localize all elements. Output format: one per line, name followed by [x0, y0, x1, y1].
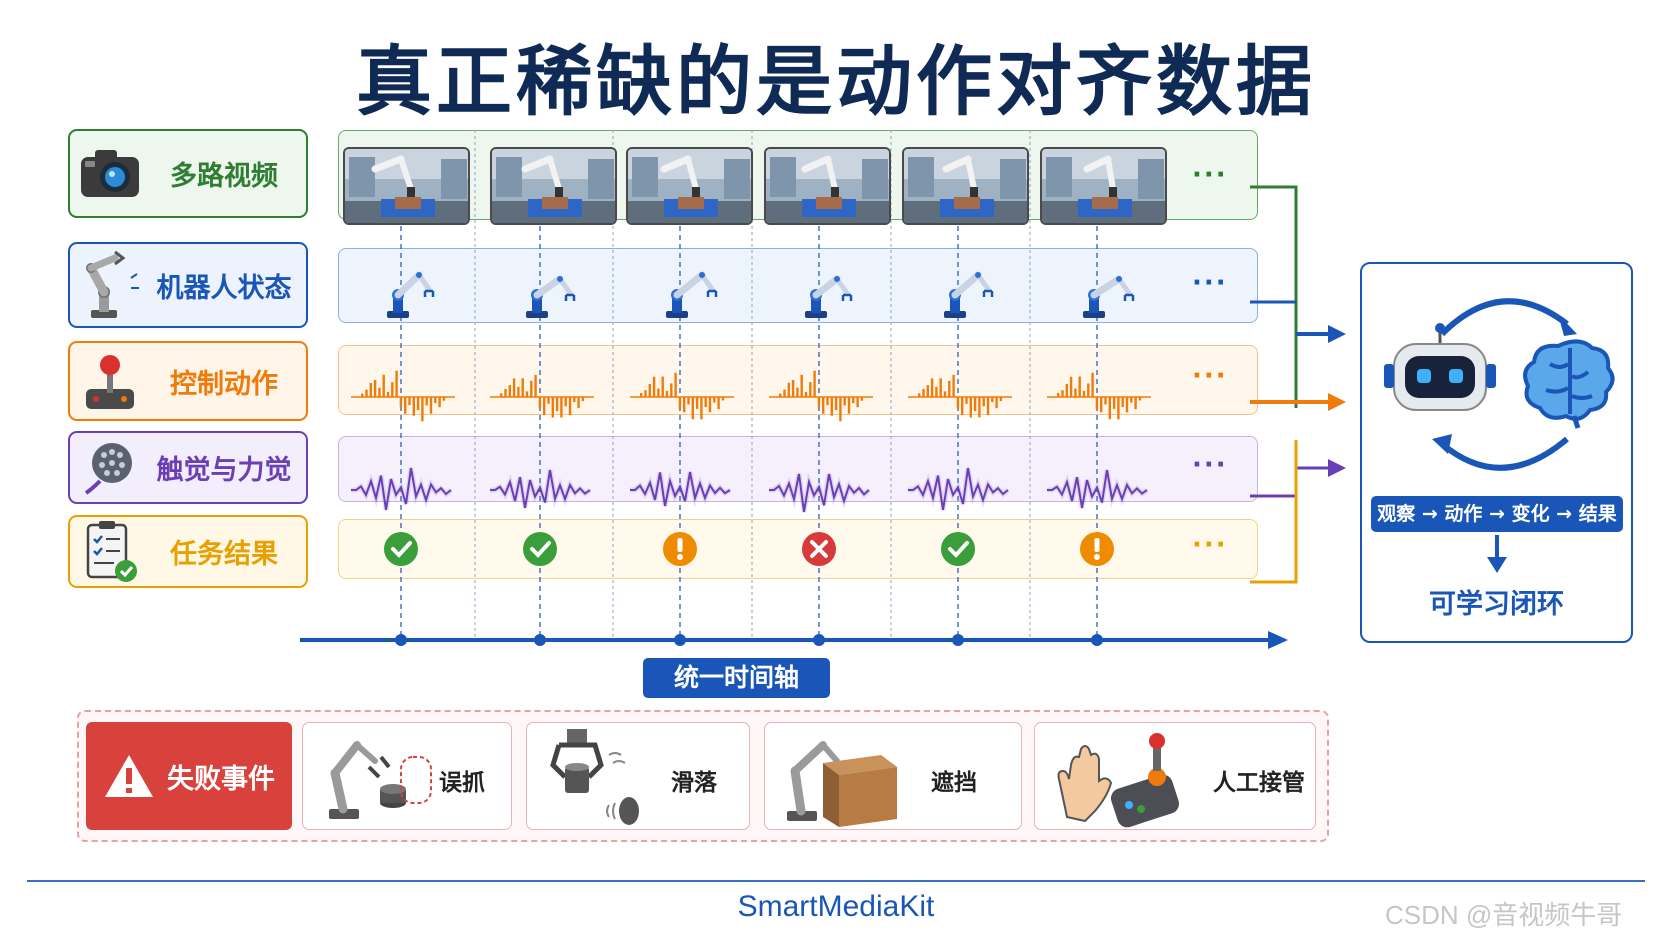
control-action-waveform [490, 374, 594, 418]
down-arrow-icon [1487, 535, 1507, 573]
control-action-waveform [769, 370, 873, 422]
footer-brand: SmartMediaKit [737, 890, 935, 923]
joystick-icon [70, 343, 150, 419]
warning-exclaim-icon [663, 532, 697, 566]
video-frame [490, 147, 617, 225]
state-more-dots: ··· [1192, 268, 1228, 298]
control-action-waveform [908, 374, 1012, 418]
tactile-force-waveform [1047, 469, 1149, 509]
row-label-text: 任务结果 [170, 539, 278, 570]
failure-card-occlusion: 遮挡 [764, 722, 1022, 830]
action-more-dots: ··· [1192, 361, 1228, 391]
video-frame [1040, 147, 1167, 225]
success-check-icon [523, 532, 557, 566]
page-title: 真正稀缺的是动作对齐数据 [356, 37, 1316, 126]
row-label-text: 触觉与力觉 [156, 455, 292, 486]
row-label-tactile: 触觉与力觉 [68, 431, 308, 504]
brain-icon [1523, 339, 1615, 429]
failure-label: 误抓 [439, 770, 485, 796]
control-action-waveform [630, 372, 734, 420]
tactile-force-waveform [908, 467, 1010, 511]
tactile-sensor-icon [70, 433, 150, 502]
failure-label: 遮挡 [931, 770, 977, 796]
failure-card-misgrasp: 误抓 [302, 722, 512, 830]
warning-exclaim-icon [1080, 532, 1114, 566]
footer-divider [27, 880, 1645, 882]
row-label-text: 多路视频 [170, 161, 278, 192]
robot-state-icon [805, 275, 853, 318]
robot-state-icon [944, 271, 994, 318]
robot-state-icon [387, 271, 435, 318]
loop-steps-bar: 观察 → 动作 → 变化 → 结果 [1371, 496, 1623, 532]
loop-diagram [1384, 298, 1615, 471]
camera-icon [70, 131, 150, 216]
failure-events-title: 失败事件 [167, 763, 275, 795]
robot-state-icon [666, 271, 718, 318]
row-label-video: 多路视频 [68, 129, 308, 218]
video-frame [764, 147, 891, 225]
success-check-icon [941, 532, 975, 566]
occlusion-icon [787, 741, 897, 827]
failure-label: 人工接管 [1213, 770, 1305, 796]
tactile-force-waveform [490, 469, 592, 509]
result-more-dots: ··· [1192, 530, 1228, 560]
row-label-text: 机器人状态 [156, 272, 292, 304]
robot-state-icon [1083, 275, 1135, 318]
tactile-force-waveform [351, 467, 453, 511]
control-action-waveform [1047, 372, 1151, 420]
row-label-action: 控制动作 [68, 341, 308, 421]
tactile-force-waveform [769, 472, 871, 513]
timeline-label: 统一时间轴 [643, 658, 830, 698]
video-frame [343, 147, 470, 225]
misgrasp-icon [329, 741, 432, 819]
row-label-text: 控制动作 [170, 368, 278, 400]
failure-events-header: 失败事件 [86, 722, 292, 830]
row-label-result: 任务结果 [68, 515, 308, 588]
row-label-state: 机器人状态 [68, 242, 308, 328]
failure-cross-icon [802, 532, 836, 566]
robot-head-icon [1384, 323, 1496, 411]
loop-result-label: 可学习闭环 [1429, 589, 1564, 620]
failure-card-takeover: 人工接管 [1034, 722, 1316, 830]
robot-state-icon [526, 275, 576, 318]
video-more-dots: ··· [1192, 160, 1228, 190]
tactile-force-waveform [630, 471, 732, 508]
learning-loop-panel [1360, 262, 1633, 643]
success-check-icon [384, 532, 418, 566]
human-takeover-icon [1057, 733, 1180, 828]
slip-icon [550, 729, 639, 825]
failure-card-slip: 滑落 [526, 722, 750, 830]
robot-arm-icon [70, 244, 150, 326]
clipboard-check-icon [70, 517, 150, 586]
failure-label: 滑落 [671, 770, 717, 796]
video-frame [902, 147, 1029, 225]
tactile-more-dots: ··· [1192, 450, 1228, 480]
watermark: CSDN @音视频牛哥 [1385, 900, 1623, 930]
video-frame [626, 147, 753, 225]
control-action-waveform [351, 370, 455, 422]
warning-icon [105, 755, 153, 797]
